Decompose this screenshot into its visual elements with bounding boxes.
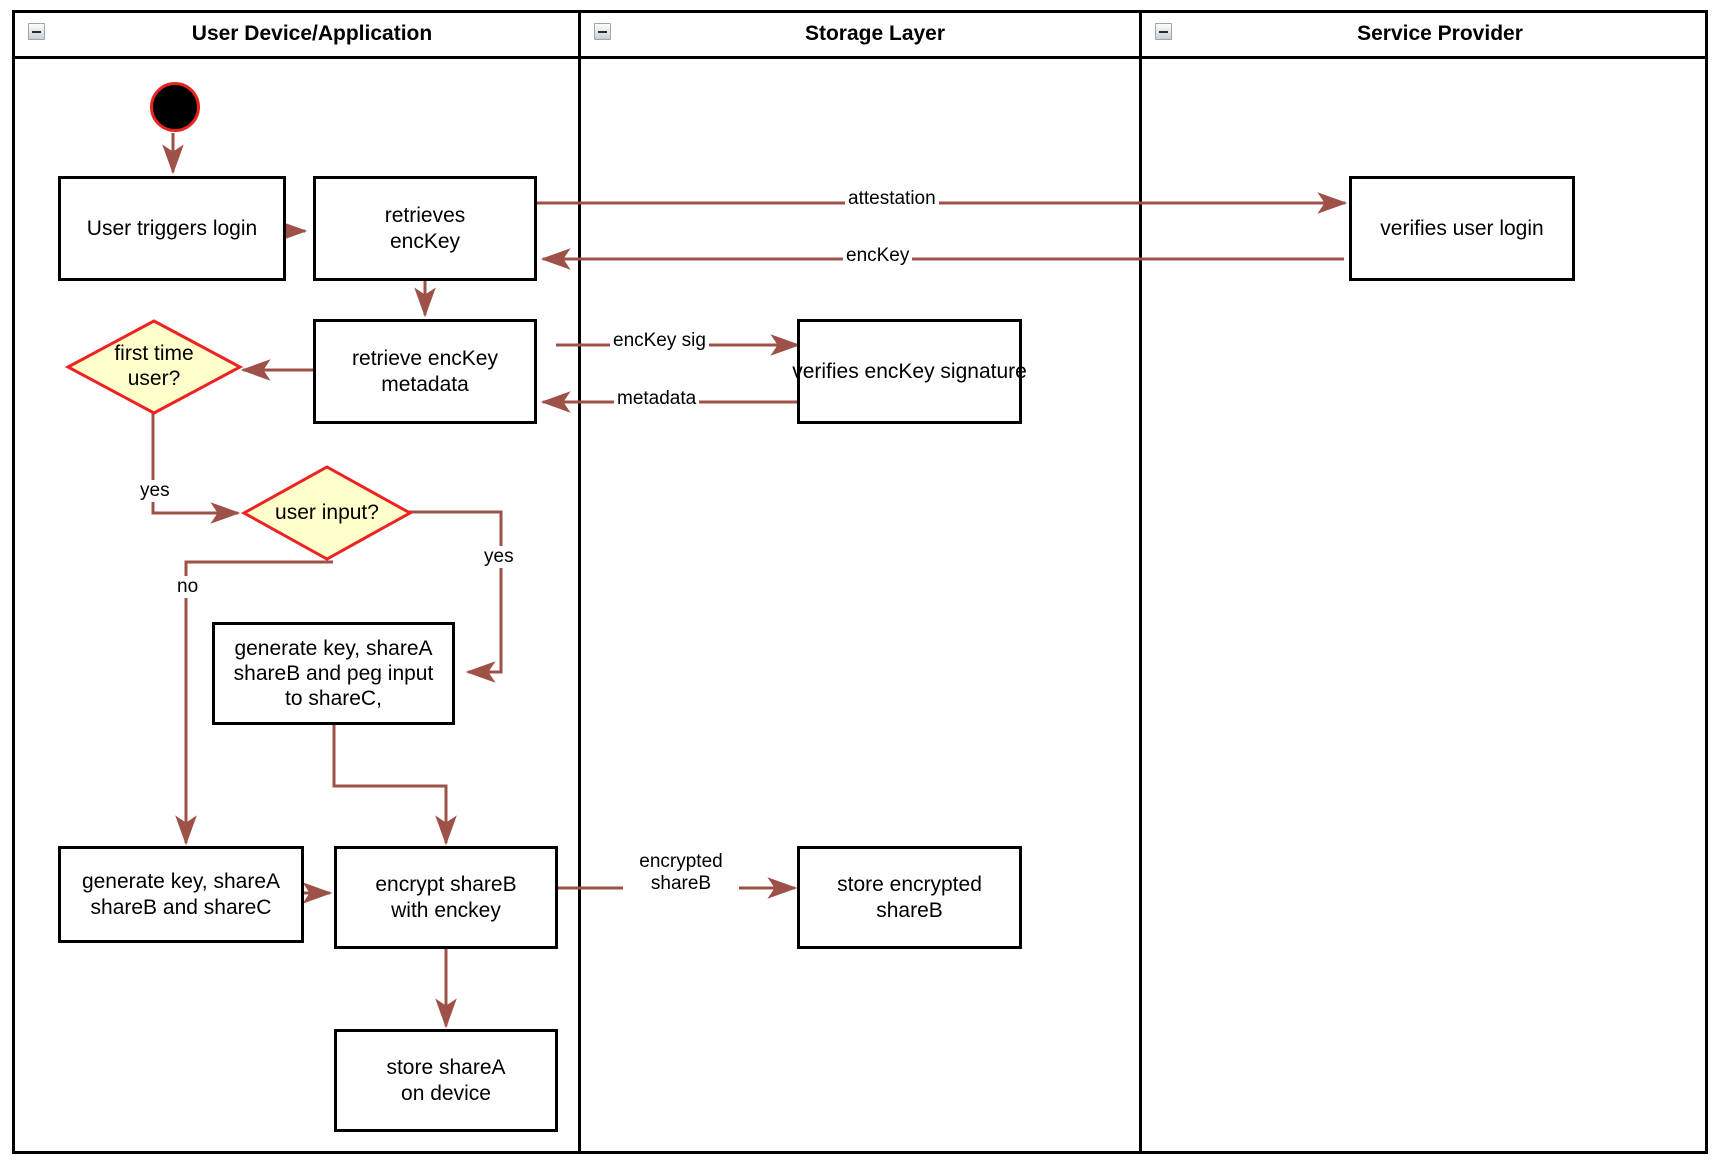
decision-label-line1: first time xyxy=(114,342,194,366)
decision-label: first time user? xyxy=(66,319,242,415)
decision-first-time-user[interactable]: first time user? xyxy=(64,319,244,415)
swimlane-frame xyxy=(12,10,1708,1154)
lane-title-user-device: User Device/Application xyxy=(191,22,433,45)
decision-label-line2: user? xyxy=(127,367,181,390)
lane-title-service: Service Provider xyxy=(1357,22,1523,45)
lane-title-storage: Storage Layer xyxy=(804,22,946,45)
edge-label-encrypted-shareb-line2: shareB xyxy=(650,872,712,894)
edge-label-metadata: metadata xyxy=(614,388,700,410)
action-label: verifies encKey signature xyxy=(792,359,1027,383)
collapse-minus-icon-lane-1[interactable] xyxy=(28,23,45,40)
action-label-line2: on device xyxy=(401,1081,491,1105)
action-label-line3: to shareC, xyxy=(285,687,382,711)
action-store-encrypted-shareb[interactable]: store encrypted shareB xyxy=(797,846,1022,949)
action-label-line2: shareB xyxy=(876,898,943,922)
action-label: verifies user login xyxy=(1380,216,1544,240)
action-generate-shares[interactable]: generate key, shareA shareB and shareC xyxy=(58,846,304,943)
action-encrypt-shareb[interactable]: encrypt shareB with enckey xyxy=(334,846,558,949)
action-label-line1: store shareA xyxy=(386,1056,506,1080)
action-user-triggers-login[interactable]: User triggers login xyxy=(58,176,286,281)
header-divider xyxy=(12,56,1708,59)
action-retrieve-enckey-metadata[interactable]: retrieve encKey metadata xyxy=(313,319,537,424)
edge-label-no-user-input: no xyxy=(174,576,202,598)
edge-label-yes-first-time: yes xyxy=(137,480,173,502)
action-label-line2: encKey xyxy=(389,229,461,253)
edge-label-enckey: encKey xyxy=(843,245,913,267)
action-label-line2: with enckey xyxy=(391,898,501,922)
action-verifies-user-login[interactable]: verifies user login xyxy=(1349,176,1575,281)
edge-label-yes-user-input: yes xyxy=(481,546,517,568)
action-label-line1: encrypt shareB xyxy=(375,873,517,897)
edge-label-attestation: attestation xyxy=(845,188,939,210)
action-label-line1: generate key, shareA xyxy=(81,870,281,894)
action-label-line1: retrieves xyxy=(384,204,466,228)
decision-user-input[interactable]: user input? xyxy=(240,465,414,561)
lane-divider-1 xyxy=(578,10,581,1154)
collapse-minus-icon-lane-2[interactable] xyxy=(594,23,611,40)
action-label-line1: retrieve encKey xyxy=(352,347,498,371)
action-label-line2: shareB and peg input xyxy=(233,661,434,685)
initial-node xyxy=(150,82,200,132)
action-label-line2: metadata xyxy=(381,372,469,396)
action-label-line1: store encrypted xyxy=(837,873,982,897)
decision-label-text: user input? xyxy=(275,500,379,524)
edge-label-enckey-sig: encKey sig xyxy=(610,330,709,352)
action-store-sharea[interactable]: store shareA on device xyxy=(334,1029,558,1132)
edge-label-encrypted-shareb: encrypted shareB xyxy=(623,851,739,895)
lane-divider-2 xyxy=(1139,10,1142,1154)
action-verifies-enckey-signature[interactable]: verifies encKey signature xyxy=(792,319,1027,424)
decision-label: user input? xyxy=(242,465,412,561)
action-label-line2: shareB and shareC xyxy=(90,895,272,919)
edge-label-encrypted-shareb-line1: encrypted xyxy=(639,851,723,872)
collapse-minus-icon-lane-3[interactable] xyxy=(1155,23,1172,40)
action-generate-peg[interactable]: generate key, shareA shareB and peg inpu… xyxy=(212,622,455,725)
action-retrieves-enckey[interactable]: retrieves encKey xyxy=(313,176,537,281)
action-label: User triggers login xyxy=(86,216,258,240)
action-label-line1: generate key, shareA xyxy=(234,636,433,660)
